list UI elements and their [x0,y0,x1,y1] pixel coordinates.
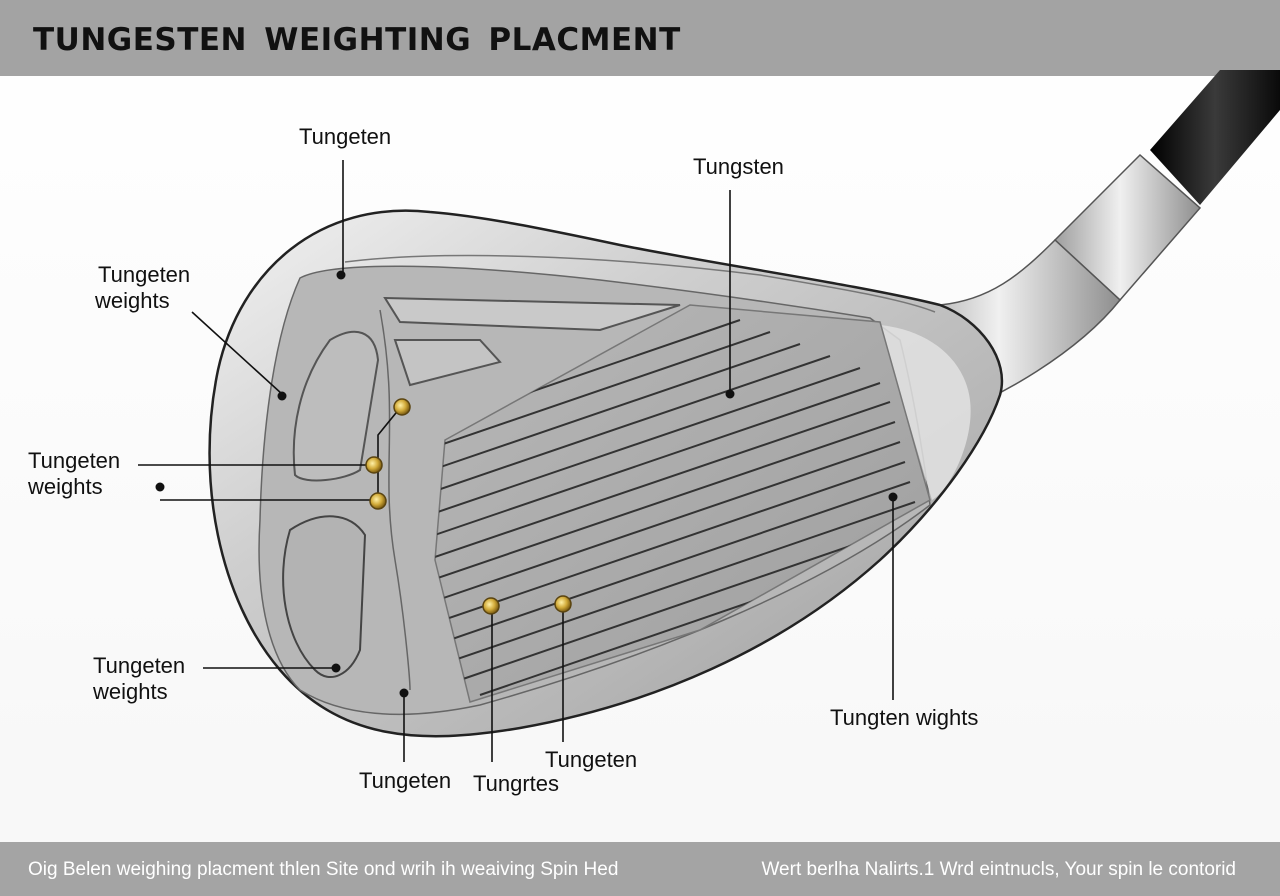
callout-dot [331,663,341,673]
tungsten-weight-plug [369,492,387,510]
caption-right: Wert berlha Nalirts.1 Wrd eintnucls, You… [761,859,1236,880]
callout-bottom-1: Tungeten [359,768,452,793]
tungsten-weight-plug [365,456,383,474]
face-grooves [435,319,926,696]
tungsten-weight-plug [554,595,572,613]
callout-dots [155,270,898,698]
callout-top: Tungeten [299,124,392,149]
callout-dot [399,688,409,698]
caption-bar: Oig Belen weighing placment thlen Site o… [0,842,1280,896]
callout-mid-left: Tungeten weights [28,448,121,499]
callout-dot [336,270,346,280]
callout-right: Tungten wights [830,705,979,730]
title-bar: TUNGESTEN WEIGHTING PLACMENT [0,0,1280,76]
callout-lower-left: Tungeten weights [93,653,186,704]
face-toe-highlight [880,325,971,500]
tungsten-weight-plug [482,597,500,615]
callout-upper-left: Tungeten weights [95,262,191,313]
callout-dot [277,391,287,401]
callout-bottom-2: Tungrtes [473,771,560,796]
leader-lines [138,160,894,762]
diagram-title: TUNGESTEN WEIGHTING PLACMENT [33,22,681,58]
callout-dot [155,482,165,492]
callout-top-right: Tungsten [693,154,784,179]
callout-dot [725,389,735,399]
callout-bottom-3: Tungeten [545,747,638,772]
tungsten-weight-plug [393,398,411,416]
caption-left: Oig Belen weighing placment thlen Site o… [28,859,619,880]
callout-dot [888,492,898,502]
shaft [1150,70,1280,205]
tungsten-weights [365,398,572,615]
